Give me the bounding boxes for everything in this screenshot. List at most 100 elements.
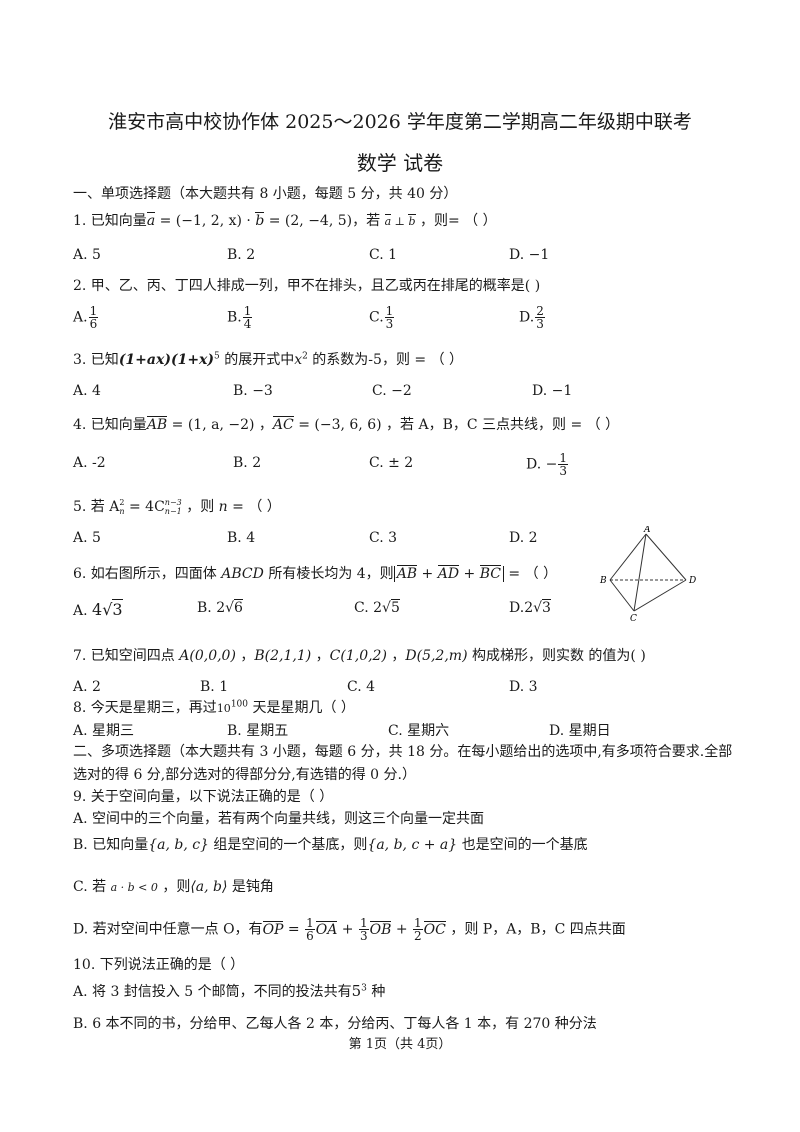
q9-c-prefix: C. 若 (73, 879, 111, 895)
q1-cond-perp: ⊥ (391, 215, 409, 228)
q5-mid: ，则 (181, 499, 219, 515)
q10-option-b: B. 6 本不同的书，分给甲、乙每人各 2 本，分给丙、丁每人各 1 本，有 2… (73, 1016, 597, 1032)
q1-cond-a: a (384, 214, 392, 228)
q8-suffix: 天是星期几（ ） (248, 700, 355, 716)
q10-a-base: 5 (351, 982, 362, 1000)
section-1-heading: 一、单项选择题（本大题共有 8 小题，每题 5 分，共 40 分） (73, 186, 458, 202)
q3-option-d: D. −1 (532, 383, 573, 399)
edge-bc (609, 579, 635, 612)
q4-prefix: 4. 已知向量 (73, 417, 147, 433)
q6-a-radicand: 3 (112, 599, 123, 619)
question-4: 4. 已知向量AB = (1, a, −2) ，AC = (−3, 6, 6) … (73, 416, 620, 433)
q4-option-b: B. 2 (233, 455, 262, 471)
q6-b-label: B. (197, 600, 212, 616)
q9-d-plus-1: + (337, 921, 358, 938)
section-2-heading: 二、多项选择题（本大题共有 3 小题，每题 6 分，共 18 分。在每小题给出的… (73, 744, 733, 760)
q1-suffix: ，则= （ ） (415, 213, 497, 229)
question-9: 9. 关于空间向量，以下说法正确的是（ ） (73, 789, 334, 805)
vertex-label-b: B (599, 576, 607, 586)
q4-vector-ac-value: = (−3, 6, 6) (293, 417, 382, 433)
q10-a-prefix: A. 将 3 封信投入 5 个邮筒，不同的投法共有 (73, 984, 352, 1000)
q10-a-exponent: 3 (361, 983, 367, 994)
q4-d-den: 3 (559, 464, 567, 478)
q4-option-a: A. -2 (73, 455, 106, 471)
q9-d-prefix: D. 若对空间中任意一点 O，有 (73, 921, 263, 938)
q5-option-c: C. 3 (369, 530, 398, 546)
q2-d-den: 3 (536, 317, 544, 331)
q2-b-label: B. (227, 309, 242, 326)
q9-d-suffix: ，则 P，A，B，C 四点共面 (445, 921, 626, 938)
q2-a-label: A. (73, 309, 88, 326)
q6-vector-ab: AB (396, 565, 418, 582)
q9-option-a: A. 空间中的三个向量，若有两个向量共线，则这三个向量一定共面 (73, 811, 485, 827)
q6-vector-bc: BC (479, 565, 502, 582)
q2-a-den: 6 (89, 317, 98, 331)
q4-vector-ac: AC (272, 416, 294, 433)
section-2-heading-line2: 选对的得 6 分,部分选对的得部分分,有选错的得 0 分.） (73, 767, 416, 783)
q6-vector-ad: AD (437, 565, 460, 582)
q6-a-label: A. (73, 603, 88, 619)
q3-prefix: 3. 已知 (73, 352, 119, 368)
q1-vector-b-value: = (2, −4, 5) (264, 213, 353, 229)
q8-prefix: 8. 今天是星期三，再过 (73, 700, 217, 716)
exam-title: 淮安市高中校协作体 2025～2026 学年度第二学期高二年级期中联考 (108, 111, 692, 133)
q10-a-suffix: 种 (366, 984, 386, 1000)
q9-d-f2-den: 3 (359, 929, 368, 943)
q9-d-f1-den: 6 (306, 929, 314, 943)
q1-option-c: C. 1 (369, 247, 398, 263)
q4-d-num: 1 (558, 451, 568, 465)
q3-variable: x (294, 352, 303, 368)
q7-point-d: D(5,2,m) (405, 648, 468, 664)
q8-option-c: C. 星期六 (388, 723, 450, 739)
q9-b-prefix: B. 已知向量 (73, 837, 149, 853)
q6-c-radical-sign: √ (382, 600, 391, 616)
q9-b-basis-2: {a, b, c + a} (367, 837, 458, 853)
q5-n: n (218, 499, 228, 515)
q3-option-c: C. −2 (372, 383, 412, 399)
q5-option-a: A. 5 (73, 530, 101, 546)
q6-option-c: C. 2√5 (354, 599, 400, 616)
q6-a-coef: 4 (92, 600, 103, 619)
q6-d-radical-sign: √ (533, 600, 543, 616)
q3-option-a: A. 4 (73, 383, 101, 399)
q3-variable-exponent: 2 (302, 351, 308, 362)
q9-b-basis-1: {a, b, c} (148, 837, 209, 853)
q7-point-c: C(1,0,2) (329, 648, 387, 664)
q6-prefix: 6. 如右图所示，四面体 (73, 566, 222, 582)
q5-option-d: D. 2 (509, 530, 538, 546)
q5-suffix: = （ ） (227, 499, 281, 515)
question-8: 8. 今天是星期三，再过10100 天是星期几（ ） (73, 697, 355, 717)
q4-vector-ab-value: = (1, a, −2) (167, 417, 255, 433)
q4-vector-ab: AB (146, 416, 168, 433)
vertex-label-a: A (643, 526, 651, 535)
q8-option-b: B. 星期五 (227, 723, 289, 739)
q6-a-radical-sign: √ (102, 600, 113, 619)
q5-A-sub: n (119, 507, 125, 516)
q6-option-a: A. 4√3 (73, 599, 123, 619)
q5-option-b: B. 4 (227, 530, 256, 546)
q6-c-label: C. (354, 600, 369, 616)
q2-d-num: 2 (535, 304, 545, 318)
q2-c-num: 1 (384, 304, 395, 318)
q6-option-b: B. 2√6 (197, 599, 243, 616)
vertex-label-d: D (688, 576, 696, 586)
q6-c-radicand: 5 (390, 599, 400, 616)
q8-base: 10 (216, 702, 231, 715)
edge-cd (633, 579, 687, 612)
q1-prefix: 1. 已知向量 (73, 213, 147, 229)
q9-option-c: C. 若 a · b < 0 ，则⟨a, b⟩ 是钝角 (73, 876, 274, 896)
q9-d-vector-ob: OB (369, 920, 392, 938)
q9-d-vector-oc: OC (423, 920, 447, 938)
q9-d-vector-oa: OA (315, 920, 338, 938)
